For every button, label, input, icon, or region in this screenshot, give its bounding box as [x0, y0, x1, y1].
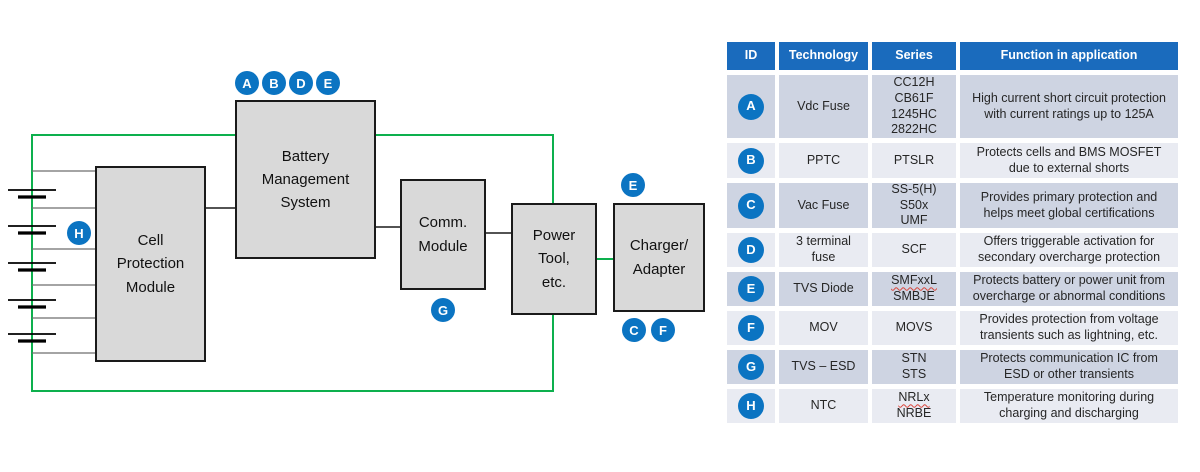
table-badge-g: G	[738, 354, 764, 380]
series-item: UMF	[900, 213, 928, 228]
badge-d: D	[289, 71, 313, 95]
badge-h: H	[67, 221, 91, 245]
green-wire-top-right	[373, 134, 554, 203]
cell-technology: PPTC	[779, 143, 868, 178]
cell-technology: TVS Diode	[779, 272, 868, 306]
table-badge-d: D	[738, 237, 764, 263]
cell-id-f: F	[727, 311, 775, 345]
series-item: CB61F	[894, 90, 934, 105]
header-function: Function in application	[960, 42, 1178, 70]
badge-b: B	[262, 71, 286, 95]
table-badge-b: B	[738, 147, 764, 174]
cell-function: High current short circuit protection wi…	[960, 75, 1178, 138]
cell-technology: Vac Fuse	[779, 183, 868, 228]
cell-series: MOVS	[872, 311, 956, 345]
badge-e-bms: E	[316, 71, 340, 95]
cell-technology: 3 terminal fuse	[779, 233, 868, 267]
series-item: SMFxxL	[891, 273, 937, 288]
cell-technology: NTC	[779, 389, 868, 423]
series-item: S50x	[899, 197, 929, 212]
badge-e-charger: E	[621, 173, 645, 197]
battery-management-system-box: Battery Management System	[235, 100, 376, 259]
spec-table: ID Technology Series Function in applica…	[727, 42, 1178, 423]
cell-protection-module-box: Cell Protection Module	[95, 166, 206, 362]
green-wire-main	[31, 134, 554, 392]
series-item: STN	[901, 351, 927, 366]
header-technology: Technology	[779, 42, 868, 70]
cell-function: Provides protection from voltage transie…	[960, 311, 1178, 345]
power-tool-box: Power Tool, etc.	[511, 203, 597, 315]
cell-id-c: C	[727, 183, 775, 228]
cell-technology: Vdc Fuse	[779, 75, 868, 138]
header-id: ID	[727, 42, 775, 70]
cell-id-h: H	[727, 389, 775, 423]
cell-function: Protects cells and BMS MOSFET due to ext…	[960, 143, 1178, 178]
cell-series: PTSLR	[872, 143, 956, 178]
cell-function: Offers triggerable activation for second…	[960, 233, 1178, 267]
table-badge-f: F	[738, 315, 764, 341]
cell-function: Protects communication IC from ESD or ot…	[960, 350, 1178, 384]
cell-function: Provides primary protection and helps me…	[960, 183, 1178, 228]
cell-technology: MOV	[779, 311, 868, 345]
series-item: SS-5(H)	[891, 182, 937, 197]
badge-f: F	[651, 318, 675, 342]
cell-id-b: B	[727, 143, 775, 178]
battery-tap-lines	[32, 170, 95, 354]
cell-id-d: D	[727, 233, 775, 267]
table-badge-h: H	[738, 393, 764, 419]
charger-adapter-box: Charger/ Adapter	[613, 203, 705, 312]
cell-series: SCF	[872, 233, 956, 267]
series-item: 2822HC	[891, 122, 937, 137]
wiring-svg	[8, 134, 613, 392]
table-badge-c: C	[738, 192, 764, 219]
cell-technology: TVS – ESD	[779, 350, 868, 384]
cell-id-a: A	[727, 75, 775, 138]
table-badge-e: E	[738, 276, 764, 302]
series-item: NRBE	[896, 406, 932, 420]
series-item: MOVS	[895, 320, 933, 335]
series-item: SCF	[901, 242, 927, 257]
badge-a: A	[235, 71, 259, 95]
table-badge-a: A	[738, 93, 764, 120]
cell-function: Temperature monitoring during charging a…	[960, 389, 1178, 423]
series-item: 1245HC	[891, 106, 937, 121]
series-item: CC12H	[893, 75, 935, 90]
block-diagram: Cell Protection Module Battery Managemen…	[8, 71, 705, 392]
cell-function: Protects battery or power unit from over…	[960, 272, 1178, 306]
series-item: NRLx	[898, 390, 930, 405]
cell-id-e: E	[727, 272, 775, 306]
header-series: Series	[872, 42, 956, 70]
comm-module-box: Comm. Module	[400, 179, 486, 290]
series-item: PTSLR	[893, 152, 935, 167]
series-item: SMBJE	[893, 289, 935, 303]
battery-cell-symbols	[8, 189, 56, 343]
cell-id-g: G	[727, 350, 775, 384]
series-item: STS	[901, 367, 927, 381]
badge-c: C	[622, 318, 646, 342]
badge-g: G	[431, 298, 455, 322]
